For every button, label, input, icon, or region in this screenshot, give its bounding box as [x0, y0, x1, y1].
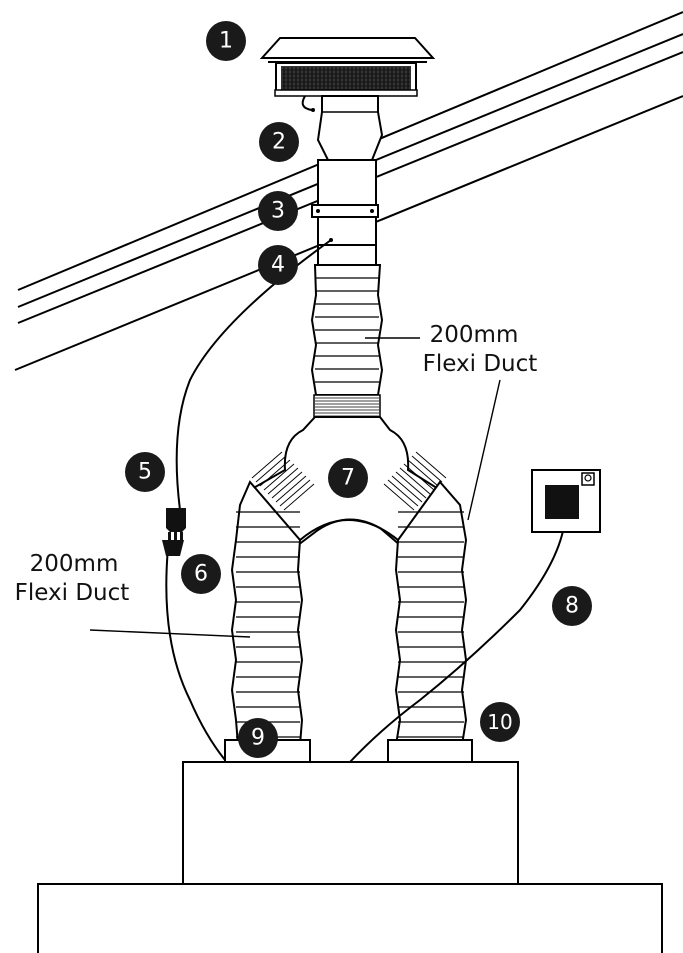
badge-4: 4: [258, 245, 298, 285]
svg-text:1: 1: [219, 29, 233, 54]
svg-text:5: 5: [138, 460, 152, 485]
svg-text:4: 4: [271, 253, 285, 278]
badge-3: 3: [258, 191, 298, 231]
callout-product-text: Flexi Duct: [423, 351, 538, 377]
svg-text:3: 3: [271, 199, 285, 224]
badge-9: 9: [238, 718, 278, 758]
callout-size-text: 200mm: [30, 551, 119, 577]
badge-1: 1: [206, 21, 246, 61]
base-unit: [37, 883, 663, 953]
callout-size-text: 200mm: [430, 322, 519, 348]
badge-6: 6: [181, 554, 221, 594]
leader-lines: [89, 337, 501, 638]
plug: [162, 508, 186, 556]
roof-flashing: [316, 95, 384, 161]
svg-text:2: 2: [272, 130, 286, 155]
ceiling-box: [182, 761, 519, 885]
badge-7: 7: [328, 458, 368, 498]
svg-text:9: 9: [251, 726, 265, 751]
badge-5: 5: [125, 452, 165, 492]
upper-flexi-duct: [310, 264, 384, 418]
badge-8: 8: [552, 586, 592, 626]
svg-text:6: 6: [194, 562, 208, 587]
callout-product-text: Flexi Duct: [15, 580, 130, 606]
right-flexi-duct: [387, 480, 473, 763]
svg-text:8: 8: [565, 594, 579, 619]
switch-cable: [349, 519, 566, 763]
left-duct-callout: 200mm Flexi Duct: [15, 551, 130, 606]
vertical-pipe: [311, 159, 379, 266]
badge-10: 10: [480, 702, 520, 742]
upper-duct-callout: 200mm Flexi Duct: [423, 322, 538, 377]
svg-text:10: 10: [487, 710, 512, 734]
wall-switch: [531, 469, 601, 533]
badge-2: 2: [259, 122, 299, 162]
roof-cowl: [259, 37, 436, 112]
svg-text:7: 7: [341, 466, 355, 491]
